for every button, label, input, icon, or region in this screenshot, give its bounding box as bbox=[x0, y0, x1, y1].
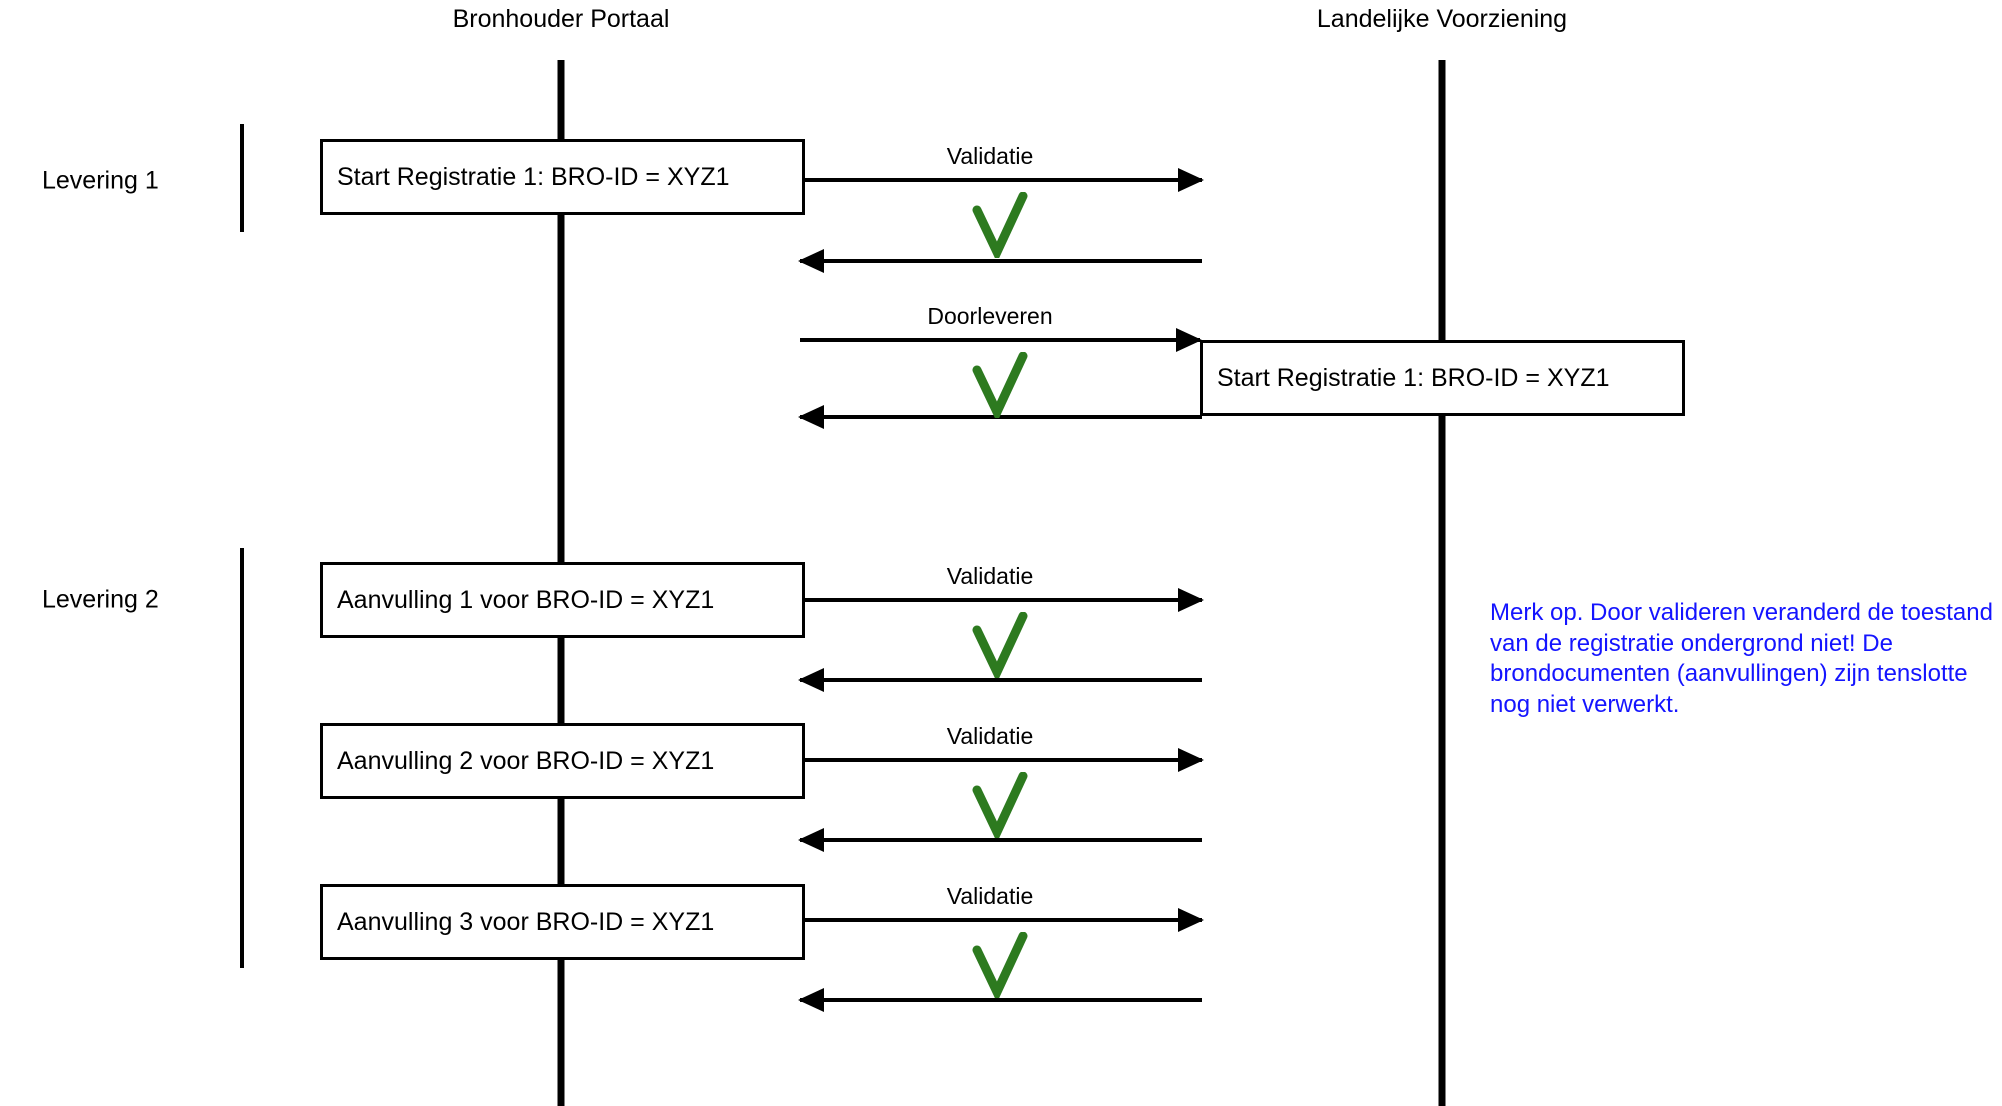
message-box-label: Aanvulling 2 voor BRO-ID = XYZ1 bbox=[337, 746, 715, 775]
annotation-note-valideren: Merk op. Door valideren veranderd de toe… bbox=[1490, 599, 1993, 719]
arrow-label-validatie-2: Validatie bbox=[946, 563, 1034, 589]
arrow-validatie-4-response bbox=[798, 988, 1202, 1012]
arrow-left-icon bbox=[798, 405, 824, 429]
group-bracket-levering-1 bbox=[240, 124, 244, 232]
check-mark-icon bbox=[969, 771, 1031, 843]
arrow-right-icon bbox=[1178, 168, 1204, 192]
arrow-right-icon bbox=[1176, 328, 1202, 352]
message-box-start-registratie-bronhouder[interactable]: Start Registratie 1: BRO-ID = XYZ1 bbox=[320, 139, 805, 215]
arrow-validatie-2-request bbox=[805, 588, 1204, 612]
arrow-right-icon bbox=[1178, 908, 1204, 932]
arrow-label-doorleveren: Doorleveren bbox=[927, 303, 1053, 329]
check-mark-icon bbox=[969, 931, 1031, 1003]
group-label-levering-1: Levering 1 bbox=[42, 166, 159, 195]
arrow-label-validatie-4: Validatie bbox=[946, 883, 1034, 909]
arrow-right-icon bbox=[1178, 588, 1204, 612]
group-bracket-levering-2 bbox=[240, 548, 244, 968]
arrow-left-icon bbox=[798, 988, 824, 1012]
arrow-validatie-4-request bbox=[805, 908, 1204, 932]
message-box-aanvulling-3[interactable]: Aanvulling 3 voor BRO-ID = XYZ1 bbox=[320, 884, 805, 960]
lifeline-landelijke-voorziening bbox=[1438, 60, 1446, 1106]
message-box-start-registratie-landelijke[interactable]: Start Registratie 1: BRO-ID = XYZ1 bbox=[1200, 340, 1685, 416]
lifeline-title-bronhouder-portaal: Bronhouder Portaal bbox=[452, 5, 670, 33]
arrow-left-icon bbox=[798, 828, 824, 852]
arrow-left-icon bbox=[798, 249, 824, 273]
message-box-label: Start Registratie 1: BRO-ID = XYZ1 bbox=[337, 162, 730, 191]
message-box-label: Start Registratie 1: BRO-ID = XYZ1 bbox=[1217, 363, 1610, 392]
arrow-validatie-3-request bbox=[805, 748, 1204, 772]
lifeline-title-landelijke-voorziening: Landelijke Voorziening bbox=[1316, 5, 1568, 33]
message-box-label: Aanvulling 3 voor BRO-ID = XYZ1 bbox=[337, 907, 715, 936]
arrow-label-validatie-1: Validatie bbox=[946, 143, 1034, 169]
arrow-validatie-1-response bbox=[798, 249, 1202, 273]
check-mark-icon bbox=[969, 191, 1031, 263]
arrow-left-icon bbox=[798, 668, 824, 692]
message-box-label: Aanvulling 1 voor BRO-ID = XYZ1 bbox=[337, 585, 715, 614]
check-mark-icon bbox=[969, 351, 1031, 423]
message-box-aanvulling-1[interactable]: Aanvulling 1 voor BRO-ID = XYZ1 bbox=[320, 562, 805, 638]
arrow-validatie-1-request bbox=[805, 168, 1204, 192]
arrow-right-icon bbox=[1178, 748, 1204, 772]
arrow-validatie-2-response bbox=[798, 668, 1202, 692]
arrow-doorleveren-request bbox=[800, 328, 1202, 352]
arrow-validatie-3-response bbox=[798, 828, 1202, 852]
arrow-label-validatie-3: Validatie bbox=[946, 723, 1034, 749]
arrow-doorleveren-response bbox=[798, 405, 1202, 429]
message-box-aanvulling-2[interactable]: Aanvulling 2 voor BRO-ID = XYZ1 bbox=[320, 723, 805, 799]
group-label-levering-2: Levering 2 bbox=[42, 585, 159, 614]
check-mark-icon bbox=[969, 611, 1031, 683]
